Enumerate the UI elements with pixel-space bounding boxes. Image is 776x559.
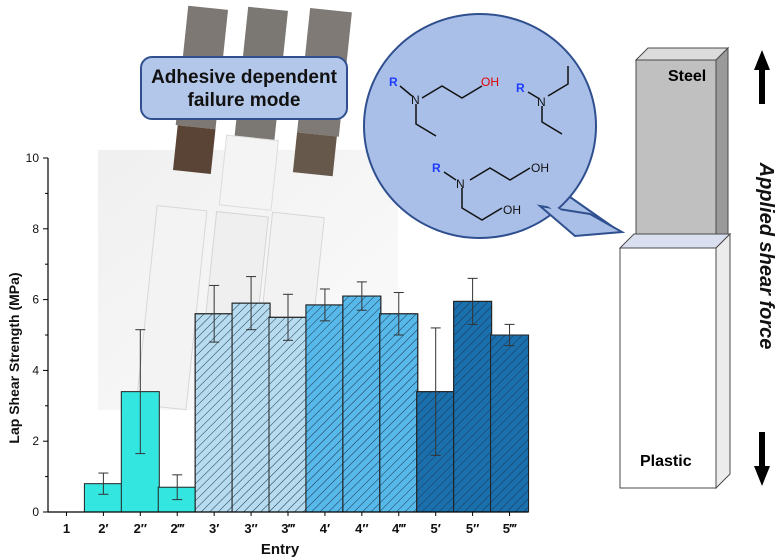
x-tick-label-1: 2′ [98,521,108,536]
y-axis: 0 2 4 6 8 10 [26,151,49,519]
molecule-bubble: R N OH R N R N OH OH [363,13,626,239]
x-tick-label-5: 3″ [244,521,257,536]
bar-hatch-5 [231,302,271,513]
applied-force-label-box: Applied shear force [744,160,776,360]
y-tick-label-1: 2 [32,434,39,448]
y-axis-title: Lap Shear Strength (MPa) [6,272,22,444]
bar-hatch-7 [305,304,345,513]
bar-hatch-6 [268,316,308,513]
x-axis: 1 2′ 2″ 2‴ 3′ 3″ 3‴ 4′ 4″ 4‴ 5′ 5″ 5‴ Entry [48,511,528,558]
r-label-2: R [516,81,525,95]
y-axis-title-box: Lap Shear Strength (MPa) [2,200,22,520]
bar-hatch-12 [490,334,530,513]
x-tick-label-11: 5″ [466,521,479,536]
x-tick-label-12: 5‴ [503,521,517,536]
bar-hatch-8 [342,295,382,513]
bar-chart: 0 2 4 6 8 10 1 2′ 2″ 2‴ 3′ 3″ 3‴ 4′ 4″ 4‴ 5′ 5″ 5‴ Entry [26,151,530,558]
x-tick-label-4: 3′ [209,521,219,536]
x-tick-label-7: 4′ [320,521,330,536]
lap-shear-diagram [618,46,770,490]
r-label-1: R [389,75,398,89]
x-tick-label-0: 1 [63,521,70,536]
steel-plate [635,59,717,249]
r-label-3: R [432,161,441,175]
arrow-up-icon [754,50,770,104]
plastic-plate [619,247,717,489]
y-tick-label-5: 10 [26,151,40,165]
n-label-1: N [411,93,420,107]
oh-label-1: OH [481,75,499,89]
molecule-3 [443,167,531,221]
y-tick-label-3: 6 [32,293,39,307]
y-tick-label-2: 4 [32,363,39,377]
oh-label-3a: OH [531,161,549,175]
applied-force-label: Applied shear force [755,162,776,350]
callout-line-2: failure mode [187,90,301,111]
y-tick-label-4: 8 [32,222,39,236]
bar-hatch-9 [379,313,419,513]
n-label-3: N [456,177,465,191]
x-tick-label-6: 3‴ [281,521,295,536]
x-tick-label-8: 4″ [355,521,368,536]
arrow-down-icon [754,432,770,486]
callout-line-1: Adhesive dependent [151,67,337,88]
molecule-1 [399,85,483,137]
plot-marks [83,276,530,513]
plastic-label: Plastic [640,453,692,470]
x-tick-label-9: 4‴ [392,521,406,536]
bar-hatch-4 [194,313,234,513]
steel-label: Steel [668,68,707,85]
x-tick-label-2: 2″ [134,521,147,536]
y-tick-label-0: 0 [32,505,39,519]
molecule-2 [527,66,569,135]
oh-label-3b: OH [503,203,521,217]
n-label-2: N [537,95,546,109]
x-tick-label-3: 2‴ [170,521,184,536]
x-axis-title: Entry [261,541,300,558]
x-tick-label-10: 5′ [431,521,441,536]
bar-hatch-11 [453,300,493,513]
failure-mode-callout: Adhesive dependent failure mode [140,56,348,120]
